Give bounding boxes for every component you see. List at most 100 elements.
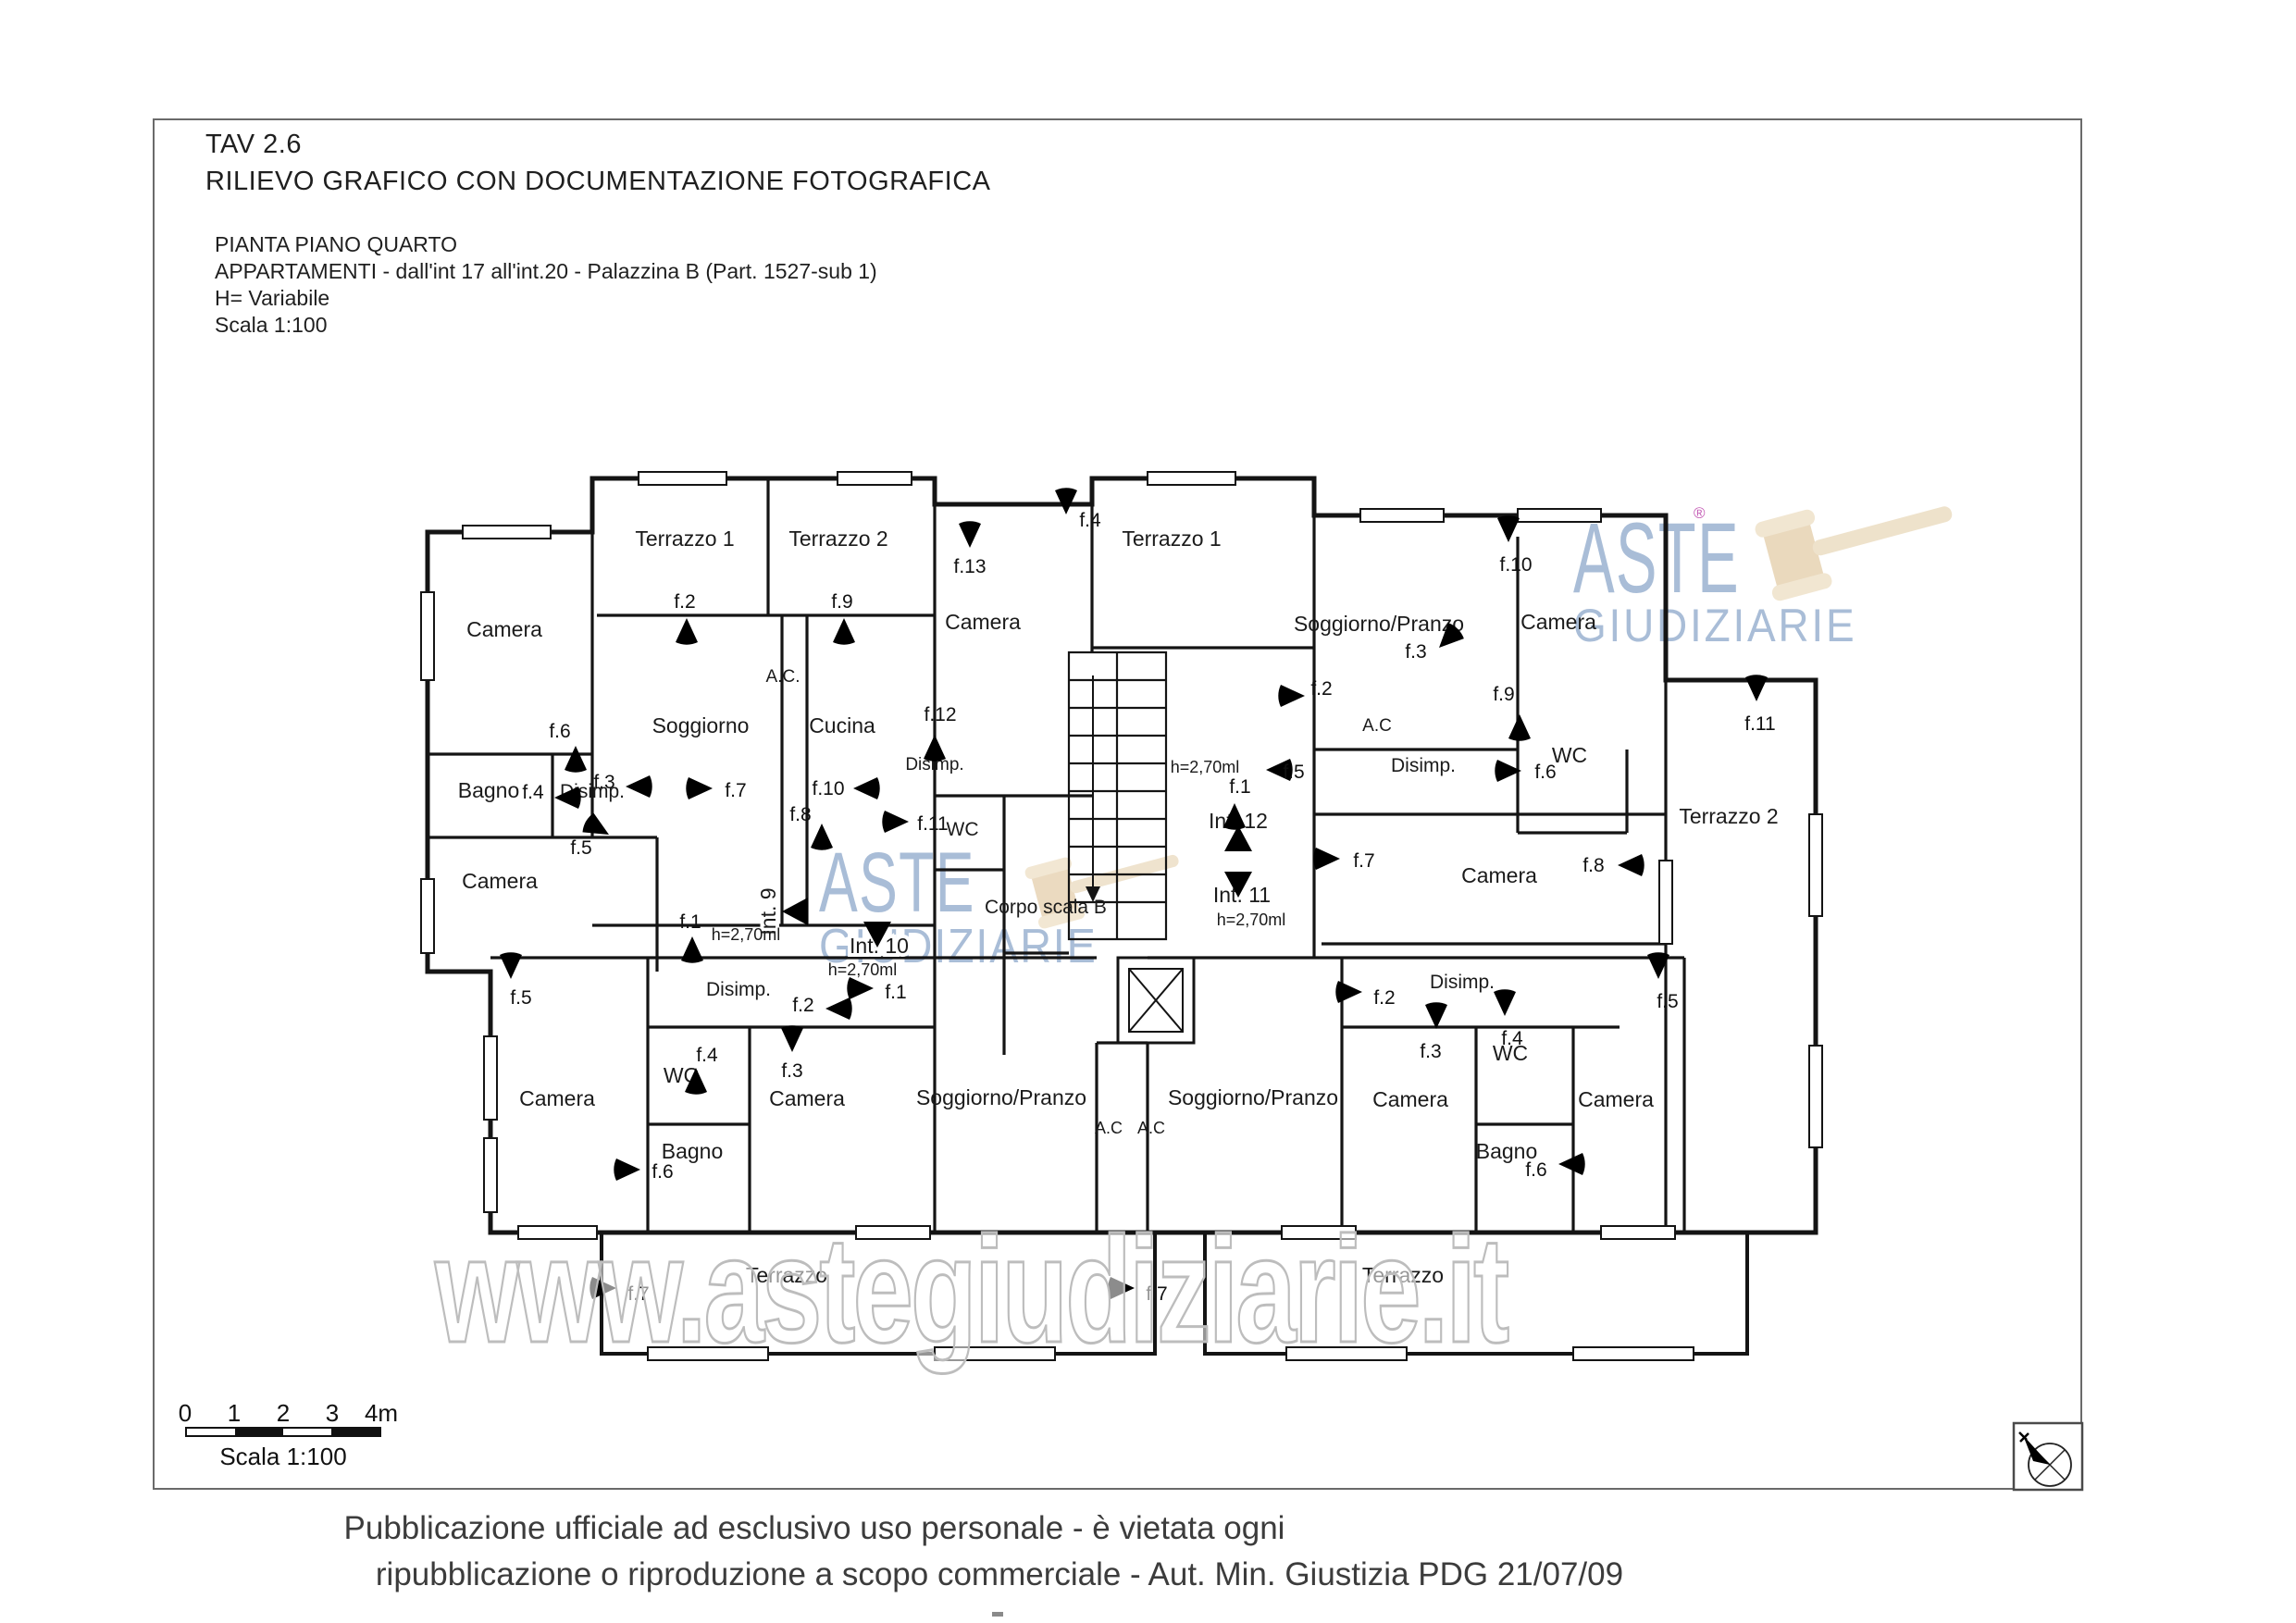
logo-text-aste: ASTE [819, 836, 975, 930]
photo-direction-icon [882, 811, 909, 833]
photo-marker-label: f.9 [1493, 684, 1514, 705]
room-label: Terrazzo 2 [1679, 804, 1778, 828]
photo-direction-icon [554, 787, 581, 809]
logo-text-giudiziarie: GIUDIZIARIE [1573, 600, 1857, 651]
staircase [1067, 650, 1168, 941]
photo-direction-icon [1335, 981, 1362, 1003]
photo-marker-label: f.2 [1310, 678, 1332, 700]
photo-marker-label: f.2 [674, 591, 695, 613]
photo-direction-icon [1425, 1002, 1447, 1029]
sheet-title: RILIEVO GRAFICO CON DOCUMENTAZIONE FOTOG… [205, 167, 991, 196]
photo-direction-icon [686, 777, 713, 799]
photo-direction-icon [685, 1068, 707, 1095]
photo-marker-label: f.2 [792, 995, 813, 1016]
photo-direction-icon [626, 775, 652, 798]
scale-tick-label: 4m [364, 1399, 399, 1427]
aste-giudiziarie-logo-center: ASTE GIUDIZIARIE [819, 835, 1128, 974]
room-label: Terrazzo 1 [1122, 527, 1221, 551]
cropped-text-artifact [992, 1612, 1003, 1617]
elevator-shaft [1116, 956, 1196, 1045]
photo-marker-label: f.7 [1146, 1283, 1167, 1305]
gavel-icon [1755, 506, 1953, 601]
scale-bar-segments [185, 1427, 381, 1437]
room-label: Terrazzo 1 [635, 527, 734, 551]
room-label: Terrazzo [746, 1263, 827, 1287]
photo-direction-icon [565, 746, 587, 773]
scale-tick-label: 2 [276, 1399, 291, 1427]
room-label: Terrazzo [1362, 1263, 1444, 1287]
room-label: Corpo scala B [985, 897, 1107, 918]
photo-marker-label: f.13 [953, 556, 986, 577]
photo-direction-icon [853, 777, 880, 799]
unit-label: Int. 9 [756, 887, 780, 935]
room-label: Disimp. [905, 755, 963, 774]
sheet-number: TAV 2.6 [205, 130, 302, 159]
room-label: Camera [1372, 1087, 1448, 1111]
photo-marker-label: f.11 [1744, 713, 1775, 735]
photo-direction-icon [847, 977, 874, 999]
entry-arrow-icon [863, 922, 891, 948]
plan-height: H= Variabile [215, 286, 330, 310]
room-label: WC [1493, 1041, 1528, 1065]
room-label: Camera [1461, 863, 1537, 887]
photo-marker-label: f.1 [885, 982, 906, 1003]
room-label: WC [1552, 743, 1587, 767]
entry-arrow-icon [1224, 872, 1252, 898]
photo-direction-icon [1647, 952, 1669, 979]
photo-direction-icon [1558, 1153, 1585, 1175]
height-note: h=2,70ml [712, 925, 781, 944]
room-label: Disimp. [1391, 755, 1456, 776]
photo-direction-icon [1108, 1277, 1135, 1299]
photo-direction-icon [1439, 623, 1464, 648]
photo-marker-label: f.5 [1657, 991, 1678, 1012]
photo-direction-icon [582, 812, 609, 835]
room-label: Camera [1578, 1087, 1654, 1111]
terrace-walls [600, 1233, 1749, 1356]
photo-marker-label: f.7 [627, 1283, 649, 1305]
plan-scale: Scala 1:100 [215, 313, 328, 337]
room-label: Soggiorno/Pranzo [916, 1085, 1086, 1109]
title-block: TAV 2.6 RILIEVO GRAFICO CON DOCUMENTAZIO… [205, 126, 990, 339]
photo-marker-label: f.6 [652, 1161, 673, 1183]
footer-line-1: Pubblicazione ufficiale ad esclusivo uso… [343, 1510, 1285, 1546]
photo-marker-label: f.2 [1373, 987, 1395, 1009]
room-label: Bagno [662, 1139, 724, 1163]
plan-subject: APPARTAMENTI - dall'int 17 all'int.20 - … [215, 259, 877, 283]
photo-direction-icon [781, 1025, 803, 1052]
room-label: Soggiorno [652, 713, 750, 737]
photo-marker-label: f.4 [1501, 1028, 1523, 1049]
room-label: Cucina [809, 713, 875, 737]
photo-marker-label: f.5 [510, 987, 531, 1009]
logo-text-giudiziarie: GIUDIZIARIE [819, 920, 1098, 973]
scale-tick-label: 1 [227, 1399, 242, 1427]
registered-mark: ® [1694, 504, 1706, 522]
photo-direction-icon [1745, 675, 1768, 701]
photo-direction-icon [590, 1277, 616, 1299]
photo-marker-label: f.8 [1582, 855, 1604, 876]
photo-marker-label: f.7 [1353, 850, 1374, 872]
photo-marker-label: f.8 [789, 804, 811, 825]
scale-tick-label: 0 [178, 1399, 192, 1427]
photo-marker-label: f.6 [549, 721, 570, 742]
room-label: Camera [945, 610, 1021, 634]
room-label: Camera [1520, 610, 1596, 634]
north-arrow-icon [2012, 1421, 2084, 1492]
room-label: Bagno [1476, 1139, 1538, 1163]
aste-giudiziarie-logo: ASTE GIUDIZIARIE [1573, 500, 1881, 652]
room-label: Bagno [458, 778, 520, 802]
room-label: Camera [519, 1086, 595, 1110]
photo-marker-label: f.4 [696, 1045, 718, 1066]
photo-direction-icon [1266, 759, 1293, 781]
entry-arrow-icon [782, 898, 808, 925]
room-label: Soggiorno/Pranzo [1168, 1085, 1338, 1109]
photo-direction-icon [1223, 803, 1246, 830]
photo-direction-icon [833, 618, 855, 645]
photo-marker-label: f.3 [781, 1060, 802, 1082]
photo-direction-icon [614, 1158, 640, 1181]
photo-marker-label: f.3 [1420, 1041, 1441, 1062]
scale-bar-caption: Scala 1:100 [219, 1443, 347, 1470]
photo-marker-label: f.6 [1534, 762, 1556, 783]
photo-marker-label: f.4 [522, 782, 544, 803]
